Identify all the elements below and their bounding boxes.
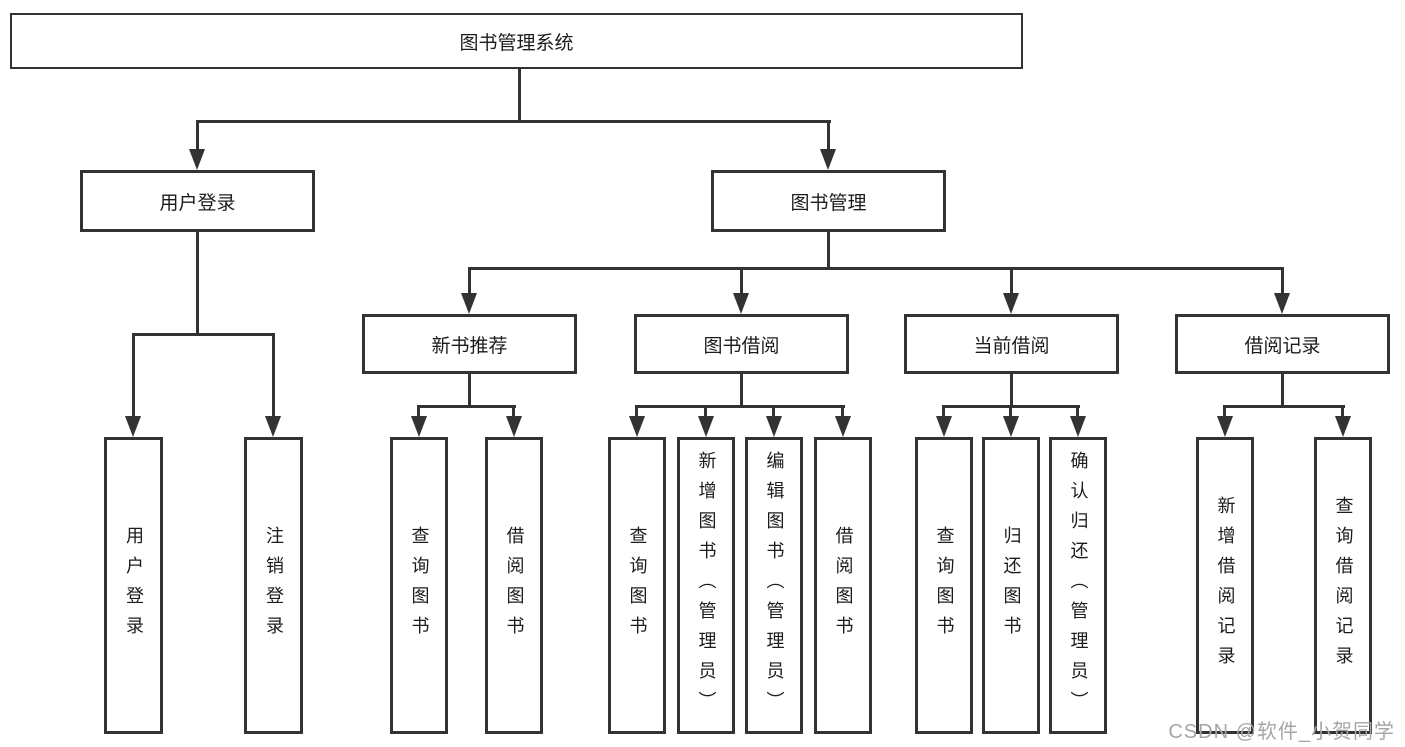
arrowhead-g2-borrow-book: [835, 416, 851, 437]
leaf-user-login: 用户登录: [104, 437, 163, 734]
connector-g4-drop-2: [1341, 405, 1344, 416]
leaf-cb-return-book-label: 归还图书: [1001, 525, 1022, 646]
leaf-nbr-query-book-label: 查询图书: [409, 525, 430, 646]
node-library-system-label: 图书管理系统: [459, 32, 574, 54]
connector-g3-drop-3: [1076, 405, 1079, 416]
node-user-login-label: 用户登录: [159, 192, 236, 214]
connector-g2-drop-3: [772, 405, 775, 416]
leaf-br-add-record: 新增借阅记录: [1196, 437, 1254, 734]
connector-g1-stem: [468, 374, 471, 408]
leaf-bb-query-book-label: 查询图书: [627, 525, 648, 646]
connector-drop-borrow-records: [1281, 267, 1284, 293]
connector-drop-book-management: [827, 120, 830, 152]
arrowhead-user-login: [189, 149, 205, 170]
node-borrow-records: 借阅记录: [1175, 314, 1390, 374]
arrowhead-new-book-rec: [461, 293, 477, 314]
connector-book-management-stem: [827, 232, 830, 270]
arrowhead-g3-return-book: [1003, 416, 1019, 437]
leaf-logout-label: 注销登录: [263, 525, 284, 646]
connector-drop-login-leaf: [132, 333, 135, 416]
leaf-cb-return-book: 归还图书: [982, 437, 1040, 734]
connector-drop-book-borrow: [740, 267, 743, 293]
leaf-br-query-record: 查询借阅记录: [1314, 437, 1372, 734]
leaf-nbr-query-book: 查询图书: [390, 437, 448, 734]
connector-g1-drop-2: [512, 405, 515, 416]
connector-g2-drop-4: [841, 405, 844, 416]
csdn-watermark: CSDN @软件_小贺同学: [1168, 721, 1395, 743]
connector-root-stem: [518, 69, 521, 122]
connector-user-login-branch: [132, 333, 275, 336]
connector-root-branch: [196, 120, 831, 123]
leaf-br-query-record-label: 查询借阅记录: [1333, 495, 1354, 676]
leaf-bb-borrow-book-label: 借阅图书: [833, 525, 854, 646]
node-library-system: 图书管理系统: [10, 13, 1023, 69]
node-new-book-recommend: 新书推荐: [362, 314, 577, 374]
leaf-bb-query-book: 查询图书: [608, 437, 666, 734]
connector-book-management-branch: [468, 267, 1284, 270]
connector-drop-new-book-rec: [468, 267, 471, 293]
leaf-cb-query-book: 查询图书: [915, 437, 973, 734]
arrowhead-g3-confirm-return: [1070, 416, 1086, 437]
connector-g4-stem: [1281, 374, 1284, 408]
connector-user-login-stem: [196, 232, 199, 336]
arrowhead-g2-query-book: [629, 416, 645, 437]
connector-drop-current-borrow: [1010, 267, 1013, 293]
arrowhead-current-borrow: [1003, 293, 1019, 314]
leaf-bb-add-book-admin: 新增图书（管理员）: [677, 437, 735, 734]
leaf-bb-edit-book-admin-label: 编辑图书（管理员）: [764, 450, 785, 721]
node-book-management: 图书管理: [711, 170, 946, 232]
connector-g3-drop-2: [1009, 405, 1012, 416]
arrowhead-g4-add-record: [1217, 416, 1233, 437]
leaf-bb-edit-book-admin: 编辑图书（管理员）: [745, 437, 803, 734]
leaf-bb-add-book-admin-label: 新增图书（管理员）: [696, 450, 717, 721]
connector-g2-stem: [740, 374, 743, 408]
arrowhead-g2-add-book: [698, 416, 714, 437]
node-book-borrow-label: 图书借阅: [703, 335, 780, 357]
connector-g4-drop-1: [1223, 405, 1226, 416]
node-new-book-recommend-label: 新书推荐: [431, 335, 508, 357]
connector-g4-branch: [1223, 405, 1345, 408]
leaf-cb-confirm-return-admin-label: 确认归还（管理员）: [1068, 450, 1089, 721]
arrowhead-login-leaf: [125, 416, 141, 437]
arrowhead-logout-leaf: [265, 416, 281, 437]
arrowhead-book-borrow: [733, 293, 749, 314]
arrowhead-g1-query-book: [411, 416, 427, 437]
connector-g1-drop-1: [417, 405, 420, 416]
arrowhead-book-management: [820, 149, 836, 170]
connector-drop-user-login: [196, 120, 199, 152]
leaf-br-add-record-label: 新增借阅记录: [1215, 495, 1236, 676]
arrowhead-g2-edit-book: [766, 416, 782, 437]
leaf-logout: 注销登录: [244, 437, 303, 734]
connector-drop-logout-leaf: [272, 333, 275, 416]
connector-g3-stem: [1010, 374, 1013, 408]
node-current-borrow-label: 当前借阅: [973, 335, 1050, 357]
connector-g2-branch: [635, 405, 845, 408]
connector-g2-drop-2: [704, 405, 707, 416]
leaf-bb-borrow-book: 借阅图书: [814, 437, 872, 734]
connector-g1-branch: [417, 405, 516, 408]
node-book-management-label: 图书管理: [790, 192, 867, 214]
node-book-borrow: 图书借阅: [634, 314, 849, 374]
connector-g3-drop-1: [942, 405, 945, 416]
node-user-login: 用户登录: [80, 170, 315, 232]
connector-g2-drop-1: [635, 405, 638, 416]
leaf-user-login-label: 用户登录: [123, 525, 144, 646]
arrowhead-g1-borrow-book: [506, 416, 522, 437]
arrowhead-g4-query-record: [1335, 416, 1351, 437]
leaf-nbr-borrow-book: 借阅图书: [485, 437, 543, 734]
arrowhead-borrow-records: [1274, 293, 1290, 314]
leaf-cb-confirm-return-admin: 确认归还（管理员）: [1049, 437, 1107, 734]
leaf-nbr-borrow-book-label: 借阅图书: [504, 525, 525, 646]
leaf-cb-query-book-label: 查询图书: [934, 525, 955, 646]
node-current-borrow: 当前借阅: [904, 314, 1119, 374]
arrowhead-g3-query-book: [936, 416, 952, 437]
node-borrow-records-label: 借阅记录: [1244, 335, 1321, 357]
